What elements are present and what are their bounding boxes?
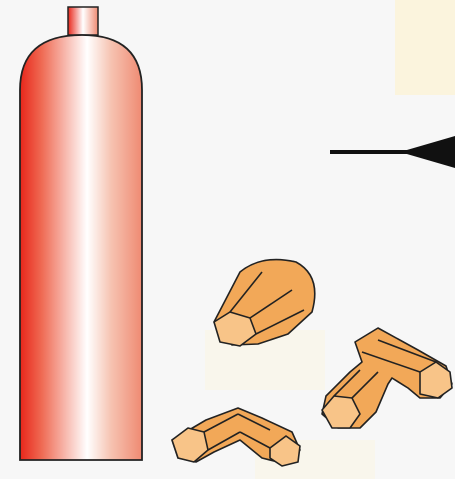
crystal-t-twin bbox=[322, 328, 452, 428]
cylinder-valve bbox=[68, 7, 98, 35]
crystal-v-twin bbox=[172, 408, 300, 466]
arrow-left bbox=[330, 136, 455, 168]
gas-cylinder bbox=[20, 7, 142, 460]
cylinder-body bbox=[20, 35, 142, 460]
